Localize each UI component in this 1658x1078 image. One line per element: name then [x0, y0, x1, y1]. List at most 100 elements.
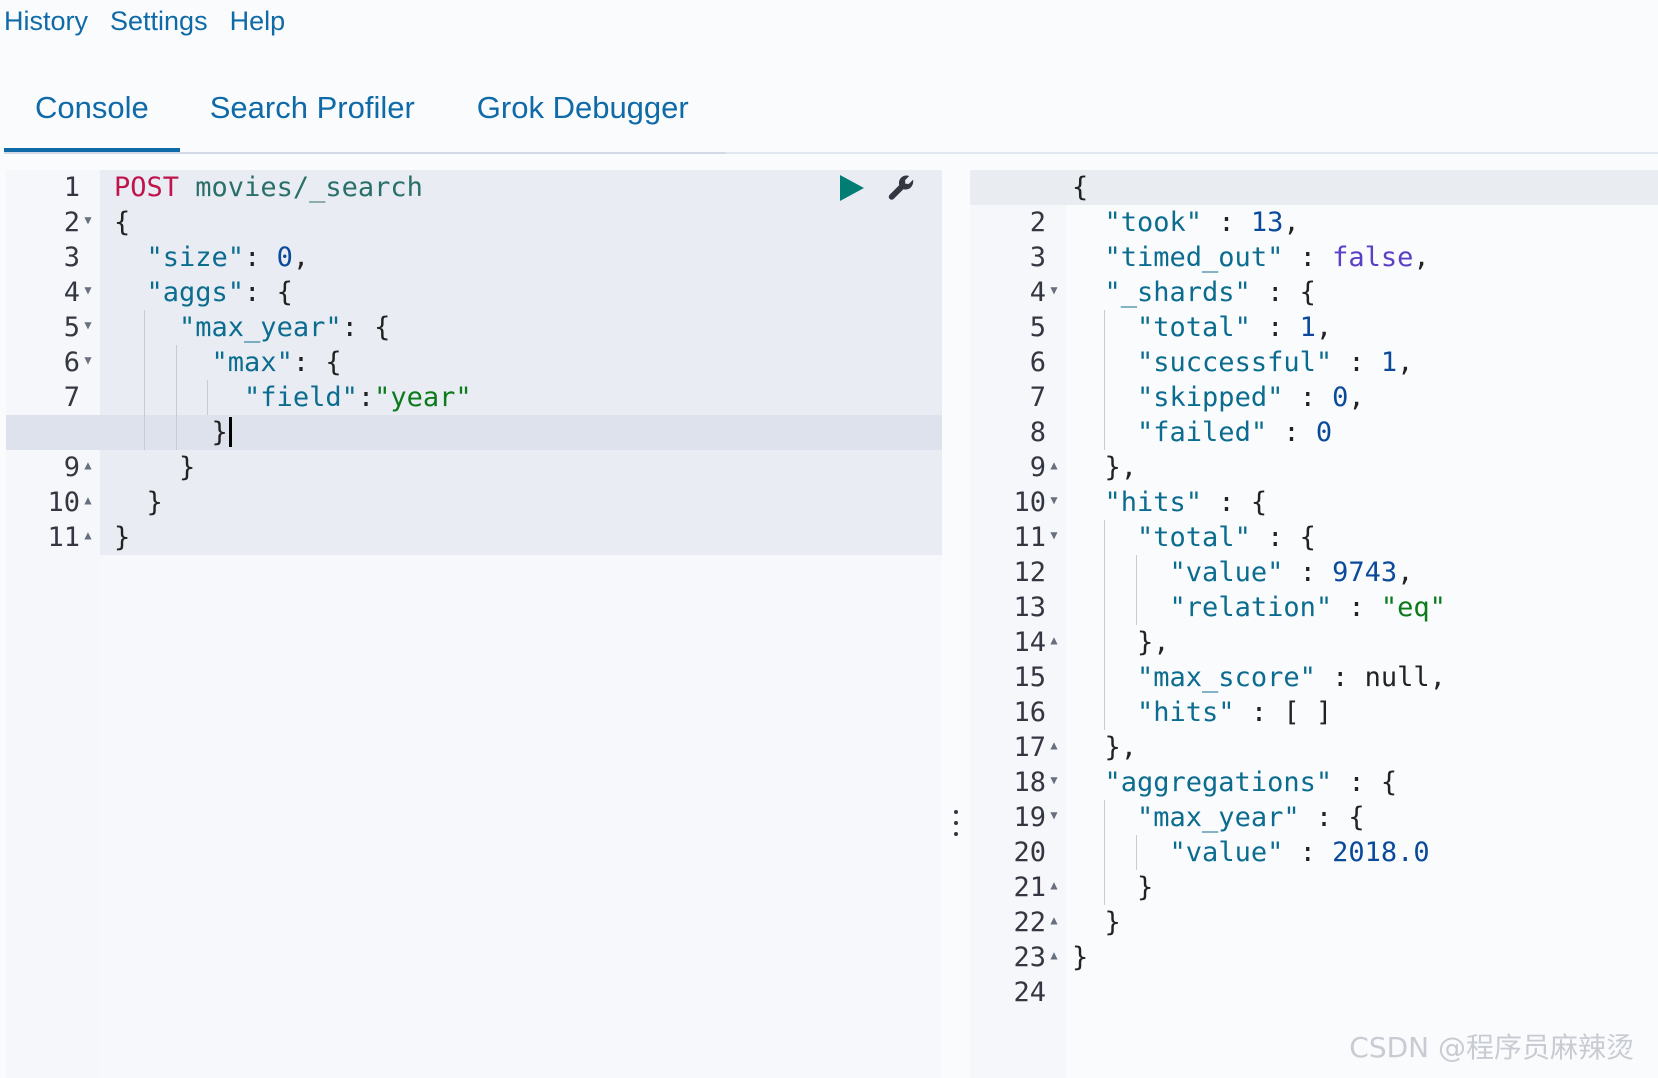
play-icon[interactable]	[840, 174, 864, 201]
fold-up-icon[interactable]: ▲	[1050, 948, 1058, 962]
line-number: 21▲	[970, 870, 1062, 905]
settings-link[interactable]: Settings	[110, 6, 208, 36]
code-line: "aggregations" : {	[1104, 767, 1398, 798]
request-code-area[interactable]: POST movies/_search { "size": 0, "aggs":…	[6, 170, 942, 1078]
line-number: 6	[1029, 347, 1046, 378]
code-line: "_shards" : {	[1104, 277, 1316, 308]
code-line: "value" : 2018.0	[1169, 837, 1430, 868]
code-line: "size": 0,	[146, 242, 310, 273]
fold-up-icon[interactable]: ▲	[84, 528, 92, 542]
code-line: "successful" : 1,	[1137, 347, 1414, 378]
fold-up-icon[interactable]: ▲	[1050, 878, 1058, 892]
watermark: CSDN @程序员麻辣烫	[1349, 1031, 1634, 1064]
code-line: "skipped" : 0,	[1137, 382, 1365, 413]
http-method: POST	[114, 172, 180, 203]
code-line: }	[1137, 872, 1154, 903]
code-line: "timed_out" : false,	[1104, 242, 1430, 273]
line-number: 6▼	[6, 345, 96, 380]
line-number: 19▼	[970, 800, 1062, 835]
indent-guide	[1136, 555, 1137, 625]
fold-up-icon[interactable]: ▲	[84, 493, 92, 507]
code-line: }	[114, 415, 942, 450]
tab-bar-divider	[726, 152, 1658, 154]
code-line: "field":"year"	[244, 382, 472, 413]
code-line: }	[1104, 907, 1121, 938]
code-line: },	[1104, 452, 1138, 483]
code-line: }	[114, 522, 131, 553]
line-number: 18▼	[970, 765, 1062, 800]
fold-down-icon[interactable]: ▼	[1050, 773, 1058, 787]
request-gutter: 1 2▼ 3 4▼ 5▼ 6▼ 7 8▲ 9▲ 10▲ 11▲	[6, 170, 100, 1078]
fold-down-icon[interactable]: ▼	[1050, 283, 1058, 297]
line-number: 4▼	[970, 275, 1062, 310]
fold-down-icon[interactable]: ▼	[84, 318, 92, 332]
line-number: 17▲	[970, 730, 1062, 765]
code-line: "total" : {	[1137, 522, 1316, 553]
indent-guide	[1104, 310, 1105, 450]
help-link[interactable]: Help	[229, 6, 286, 36]
line-number: 7	[1029, 382, 1046, 413]
drag-handle-icon[interactable]	[954, 810, 958, 843]
line-number: 7	[63, 382, 80, 413]
indent-guide	[207, 380, 208, 415]
fold-down-icon[interactable]: ▼	[1050, 528, 1058, 542]
fold-down-icon[interactable]: ▼	[84, 353, 92, 367]
request-actions	[840, 170, 916, 205]
line-number: 9▲	[6, 450, 96, 485]
code-line: },	[1104, 732, 1138, 763]
line-number: 16	[1013, 697, 1046, 728]
request-editor[interactable]: 1 2▼ 3 4▼ 5▼ 6▼ 7 8▲ 9▲ 10▲ 11▲ POST mov…	[6, 170, 942, 1078]
fold-up-icon[interactable]: ▲	[84, 458, 92, 472]
code-line: }	[179, 452, 196, 483]
line-number: 8	[1029, 417, 1046, 448]
code-line: "hits" : {	[1104, 487, 1268, 518]
code-line: "failed" : 0	[1137, 417, 1333, 448]
line-number: 14▲	[970, 625, 1062, 660]
fold-down-icon[interactable]: ▼	[84, 283, 92, 297]
wrench-icon[interactable]	[886, 173, 916, 203]
fold-up-icon[interactable]: ▲	[1050, 633, 1058, 647]
code-line: "aggs": {	[146, 277, 293, 308]
fold-down-icon[interactable]: ▼	[1050, 493, 1058, 507]
fold-down-icon[interactable]: ▼	[1050, 808, 1058, 822]
active-line-highlight	[6, 415, 942, 450]
response-gutter: 1▼2 3 4▼5 6 7 8 9▲10▼11▼12 13 14▲15 16 1…	[970, 170, 1066, 1078]
code-line: "max_year" : {	[1137, 802, 1365, 833]
line-number: 23▲	[970, 940, 1062, 975]
fold-down-icon[interactable]: ▼	[84, 213, 92, 227]
history-link[interactable]: History	[4, 6, 89, 36]
text-cursor	[228, 416, 232, 447]
code-line	[1072, 975, 1658, 1010]
line-number: 20	[1013, 837, 1046, 868]
tab-search-profiler[interactable]: Search Profiler	[209, 90, 415, 125]
fold-up-icon[interactable]: ▲	[1050, 458, 1058, 472]
tab-console[interactable]: Console	[4, 72, 180, 152]
fold-up-icon[interactable]: ▲	[1050, 738, 1058, 752]
line-number: 5	[1029, 312, 1046, 343]
code-line: "hits" : [ ]	[1137, 697, 1333, 728]
code-line: }	[146, 487, 163, 518]
line-number: 11▼	[970, 520, 1062, 555]
tab-bar: Console Search Profiler Grok Debugger	[4, 72, 726, 154]
code-line: "max_score" : null,	[1137, 662, 1446, 693]
line-number: 24	[1013, 977, 1046, 1008]
line-number: 15	[1013, 662, 1046, 693]
line-number: 10▲	[6, 485, 96, 520]
line-number: 3	[63, 242, 80, 273]
response-code-area[interactable]: { "took" : 13, "timed_out" : false, "_sh…	[970, 170, 1658, 1078]
line-number: 4▼	[6, 275, 96, 310]
code-line: "value" : 9743,	[1169, 557, 1414, 588]
pane-resizer[interactable]	[942, 170, 970, 1078]
code-line: "total" : 1,	[1137, 312, 1333, 343]
code-line: "took" : 13,	[1104, 207, 1300, 238]
code-line: "relation" : "eq"	[1169, 592, 1446, 623]
line-number: 9▲	[970, 450, 1062, 485]
code-line: }	[1072, 942, 1089, 973]
tab-grok-debugger[interactable]: Grok Debugger	[476, 90, 689, 125]
request-path: movies/_search	[195, 172, 423, 203]
selected-request-block	[100, 170, 942, 555]
response-viewer[interactable]: 1▼2 3 4▼5 6 7 8 9▲10▼11▼12 13 14▲15 16 1…	[970, 170, 1658, 1078]
code-line: {	[114, 207, 131, 238]
fold-up-icon[interactable]: ▲	[1050, 913, 1058, 927]
line-number: 12	[1013, 557, 1046, 588]
